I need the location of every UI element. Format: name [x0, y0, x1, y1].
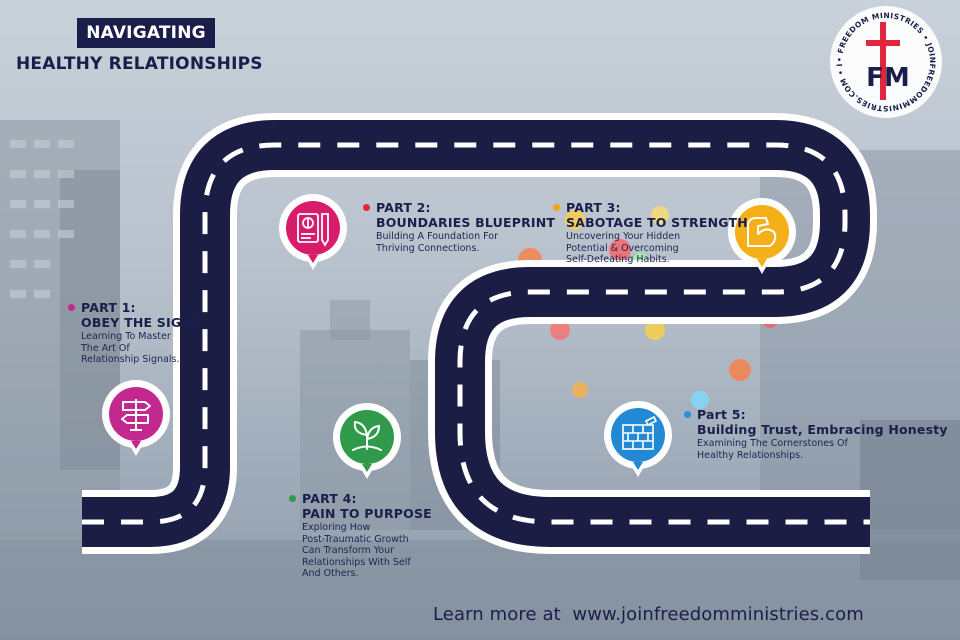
sprout-icon — [352, 420, 382, 451]
page-subtitle: HEALTHY RELATIONSHIPS — [16, 54, 263, 74]
part-3-title: SABOTAGE TO STRENGTH — [566, 215, 748, 230]
signpost-icon — [121, 399, 151, 431]
part-2-title: BOUNDARIES BLUEPRINT — [376, 215, 556, 230]
part-3-dot — [553, 204, 560, 211]
part-2-number: PART 2: — [363, 200, 555, 215]
part-4-title: PAIN TO PURPOSE — [302, 506, 432, 521]
flexed-arm-icon — [747, 217, 777, 247]
part-3-label: PART 3: SABOTAGE TO STRENGTH Uncovering … — [553, 200, 748, 266]
part-2-label: PART 2: BOUNDARIES BLUEPRINT Building A … — [363, 200, 555, 254]
part-5-title: Building Trust, Embracing Honesty — [697, 422, 948, 437]
part-5-dot — [684, 411, 691, 418]
blueprint-icon — [297, 213, 329, 247]
marker-part-5 — [604, 401, 672, 477]
logo-cross-icon — [866, 22, 900, 100]
part-4-label: PART 4: PAIN TO PURPOSE Exploring How Po… — [289, 491, 432, 580]
marker-part-2 — [279, 194, 347, 270]
part-4-dot — [289, 495, 296, 502]
part-5-number: Part 5: — [684, 407, 948, 422]
part-4-description: Exploring How Post-Traumatic Growth Can … — [302, 522, 411, 579]
page-title: NAVIGATING — [77, 18, 215, 48]
part-1-title: OBEY THE SIGNS — [81, 315, 202, 330]
logo-initials: FM — [866, 63, 910, 93]
part-5-label: Part 5: Building Trust, Embracing Honest… — [684, 407, 948, 461]
footer-website-link[interactable]: Learn more at www.joinfreedomministries.… — [433, 604, 864, 625]
marker-part-4 — [333, 403, 401, 479]
marker-part-3 — [728, 198, 796, 274]
part-2-dot — [363, 204, 370, 211]
marker-part-1 — [102, 380, 170, 456]
part-4-number: PART 4: — [289, 491, 432, 506]
part-3-number: PART 3: — [553, 200, 748, 215]
part-2-description: Building A Foundation For Thriving Conne… — [376, 231, 498, 254]
part-5-description: Examining The Cornerstones Of Healthy Re… — [697, 438, 848, 461]
part-1-dot — [68, 304, 75, 311]
part-1-number: PART 1: — [68, 300, 201, 315]
brick-wall-icon — [622, 415, 658, 450]
part-3-description: Uncovering Your Hidden Potential & Overc… — [566, 231, 681, 265]
part-1-label: PART 1: OBEY THE SIGNS Learning To Maste… — [68, 300, 201, 366]
road-center-dashes — [82, 142, 870, 525]
part-1-description: Learning To Master The Art Of Relationsh… — [81, 331, 180, 365]
